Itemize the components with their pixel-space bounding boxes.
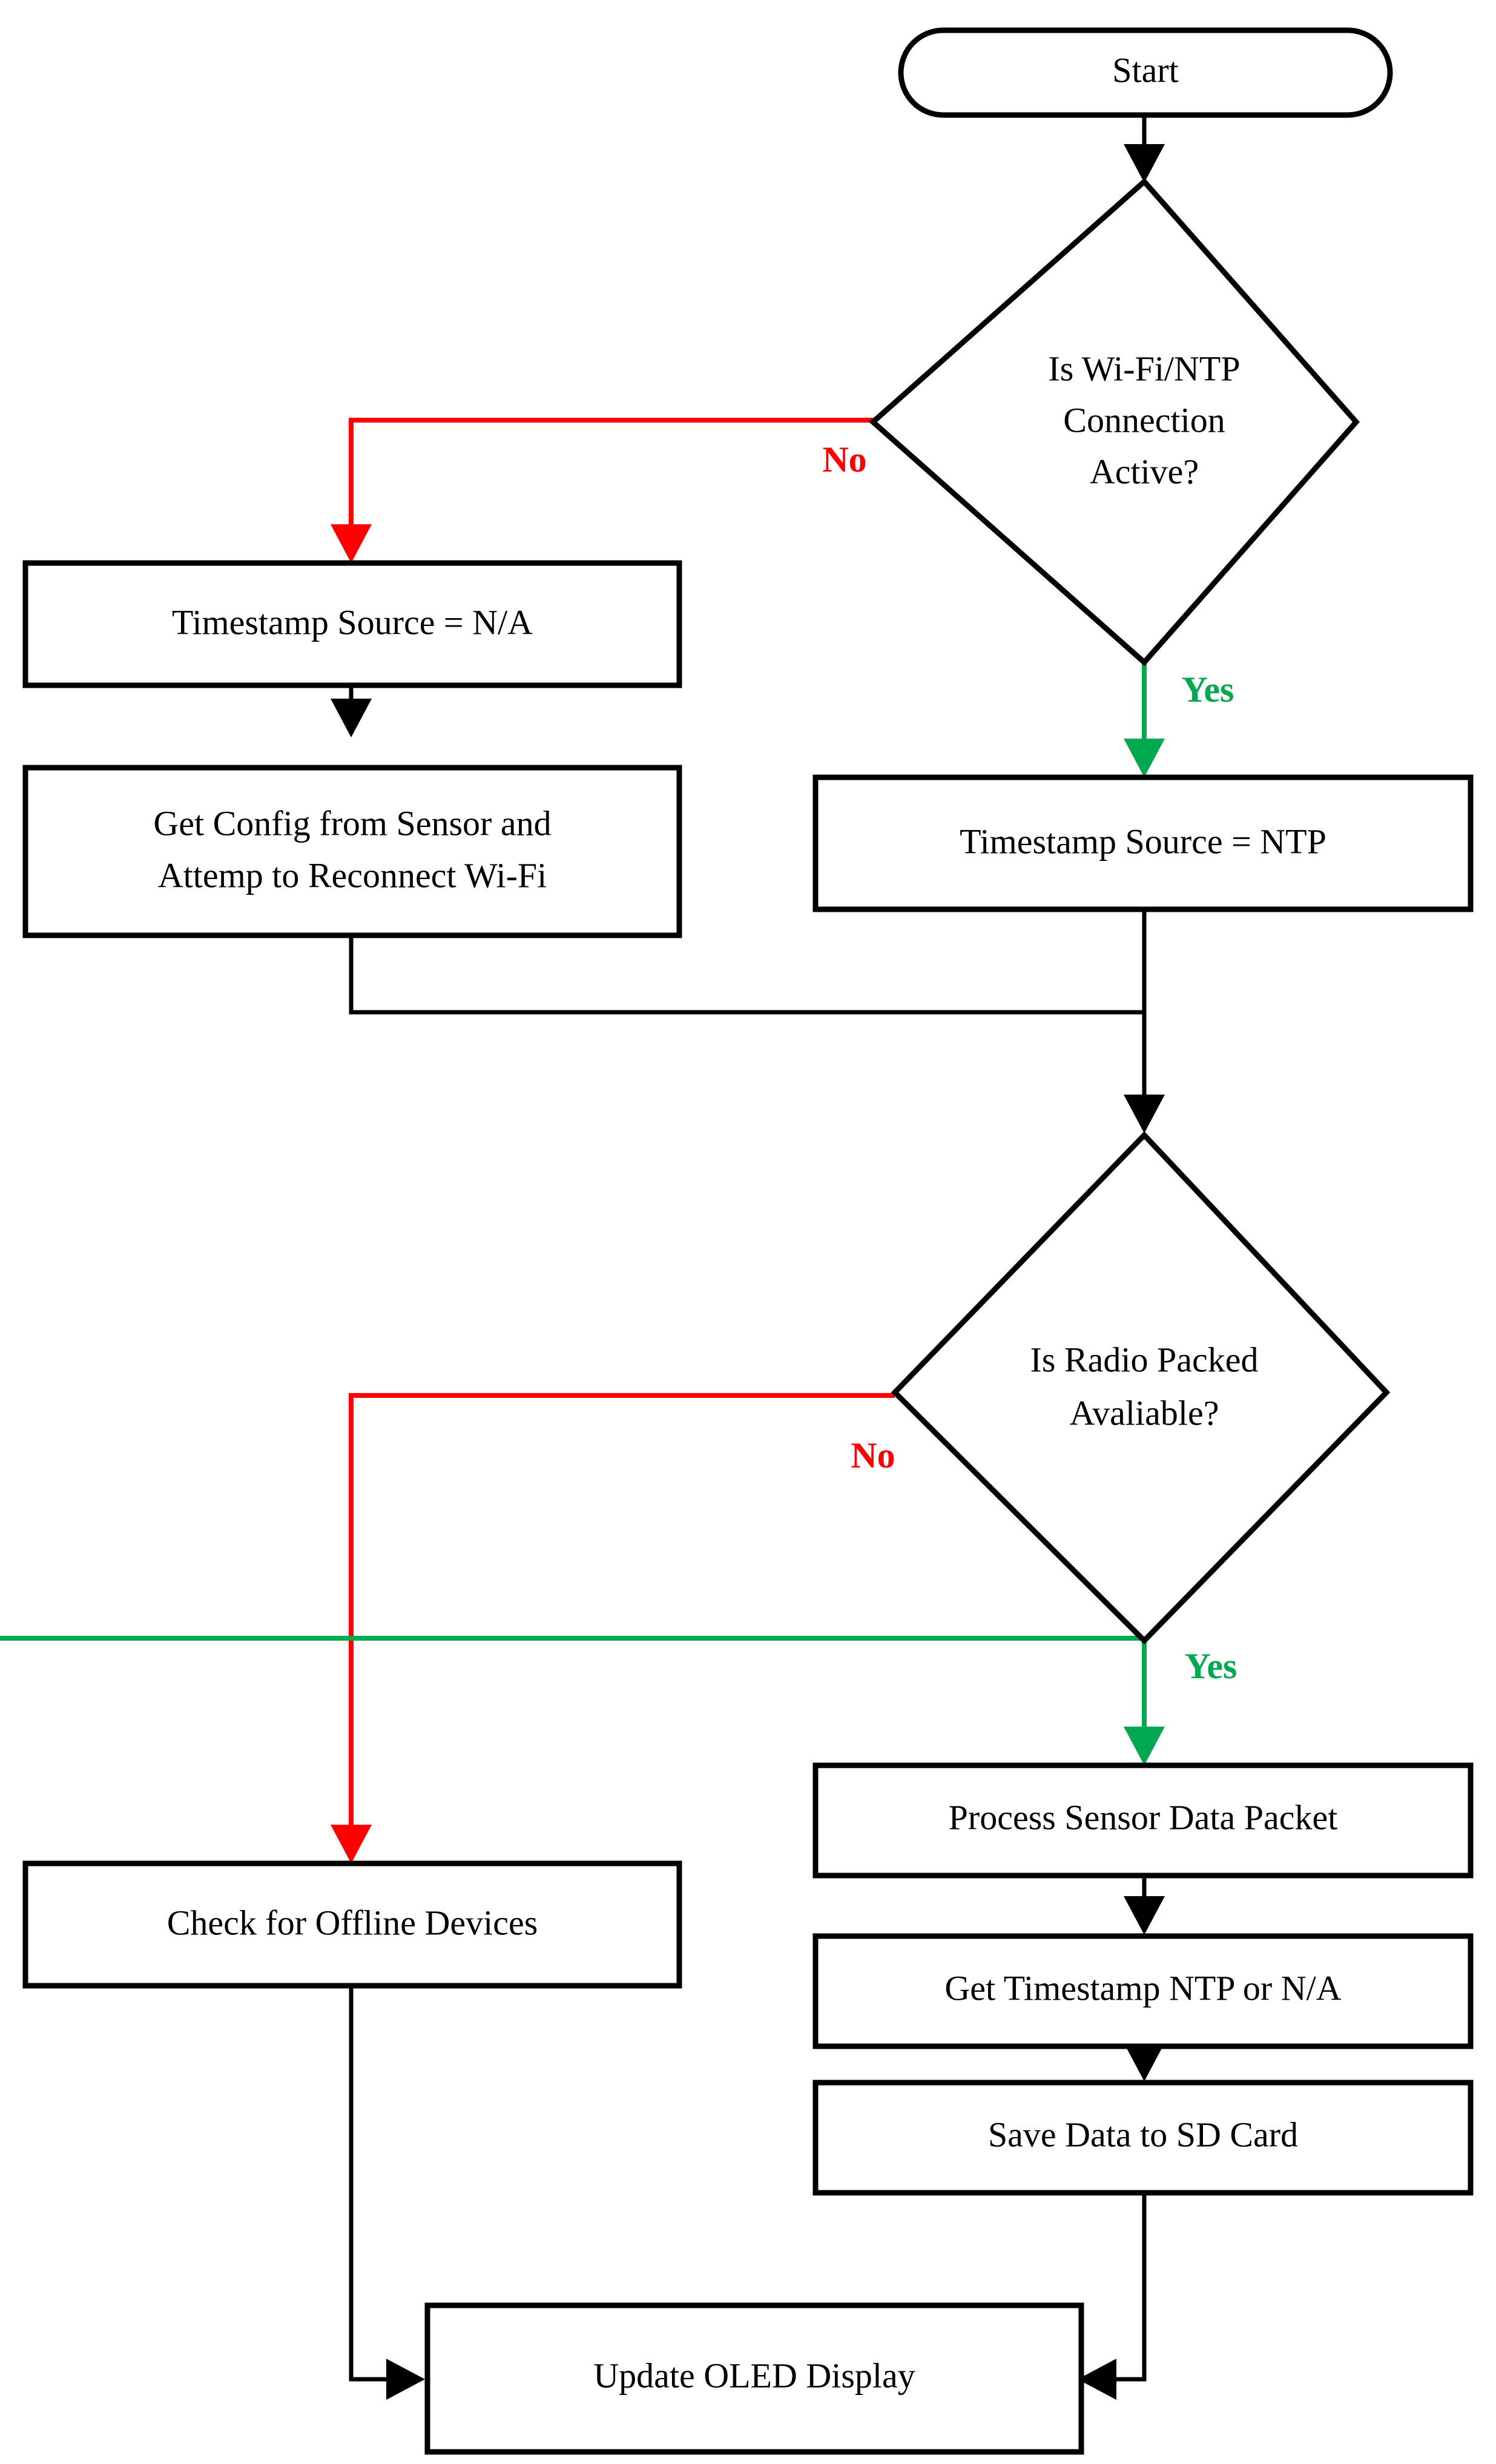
- edge-start-to-wifi-decision: [1124, 115, 1165, 183]
- node-start[interactable]: Start: [898, 27, 1393, 118]
- node-get-config[interactable]: Get Config from Sensor and Attemp to Rec…: [22, 765, 682, 938]
- node-decision-wifi-label-line2: Connection: [1063, 400, 1225, 440]
- node-timestamp-ntp-label: Timestamp Source = NTP: [960, 822, 1326, 861]
- edge-save-sd-to-update-oled: [1078, 2169, 1147, 2400]
- edge-label-radio-no: No: [851, 1435, 895, 1475]
- edge-radio-no-to-check-offline: [331, 1393, 895, 1863]
- edge-get-config-to-radio-decision: [349, 935, 1144, 1015]
- node-process-packet-label: Process Sensor Data Packet: [949, 1797, 1338, 1837]
- node-decision-radio-label-line2: Avaliable?: [1070, 1393, 1219, 1432]
- node-check-offline-label: Check for Offline Devices: [167, 1903, 538, 1942]
- node-update-oled[interactable]: Update OLED Display: [424, 2302, 1084, 2455]
- edge-radio-yes-to-process-packet: [0, 1636, 1165, 1765]
- edge-wifi-no-to-timestamp-na: [331, 418, 903, 563]
- node-timestamp-ntp[interactable]: Timestamp Source = NTP: [812, 774, 1474, 912]
- node-get-config-label-line2: Attemp to Reconnect Wi-Fi: [158, 855, 547, 895]
- edge-label-wifi-yes: Yes: [1182, 670, 1234, 710]
- node-save-sd[interactable]: Save Data to SD Card: [812, 2080, 1474, 2196]
- node-get-timestamp[interactable]: Get Timestamp NTP or N/A: [812, 1933, 1474, 2049]
- node-check-offline[interactable]: Check for Offline Devices: [22, 1860, 682, 1989]
- node-start-label: Start: [1112, 50, 1179, 90]
- edge-label-radio-yes: Yes: [1185, 1646, 1237, 1686]
- edge-process-packet-to-get-timestamp: [1124, 1876, 1165, 1935]
- node-decision-wifi-label-line3: Active?: [1090, 452, 1199, 491]
- node-timestamp-na[interactable]: Timestamp Source = N/A: [22, 560, 682, 688]
- node-timestamp-na-label: Timestamp Source = N/A: [172, 602, 533, 642]
- edge-check-offline-to-update-oled: [349, 1986, 425, 2400]
- node-save-sd-label: Save Data to SD Card: [988, 2115, 1298, 2154]
- node-process-packet[interactable]: Process Sensor Data Packet: [812, 1762, 1474, 1879]
- edge-label-wifi-no: No: [822, 440, 866, 479]
- node-update-oled-label: Update OLED Display: [593, 2356, 915, 2395]
- edge-wifi-yes-to-timestamp-ntp: [1124, 664, 1165, 777]
- node-decision-radio[interactable]: Is Radio Packed Avaliable?: [891, 1131, 1391, 1645]
- edge-timestamp-ntp-to-radio-decision: [1124, 909, 1165, 1133]
- node-decision-wifi-label-line1: Is Wi-Fi/NTP: [1048, 349, 1240, 388]
- node-decision-radio-label-line1: Is Radio Packed: [1030, 1340, 1259, 1379]
- node-get-config-label-line1: Get Config from Sensor and: [153, 803, 551, 843]
- node-get-timestamp-label: Get Timestamp NTP or N/A: [944, 1968, 1341, 2008]
- node-decision-wifi[interactable]: Is Wi-Fi/NTP Connection Active?: [869, 177, 1360, 667]
